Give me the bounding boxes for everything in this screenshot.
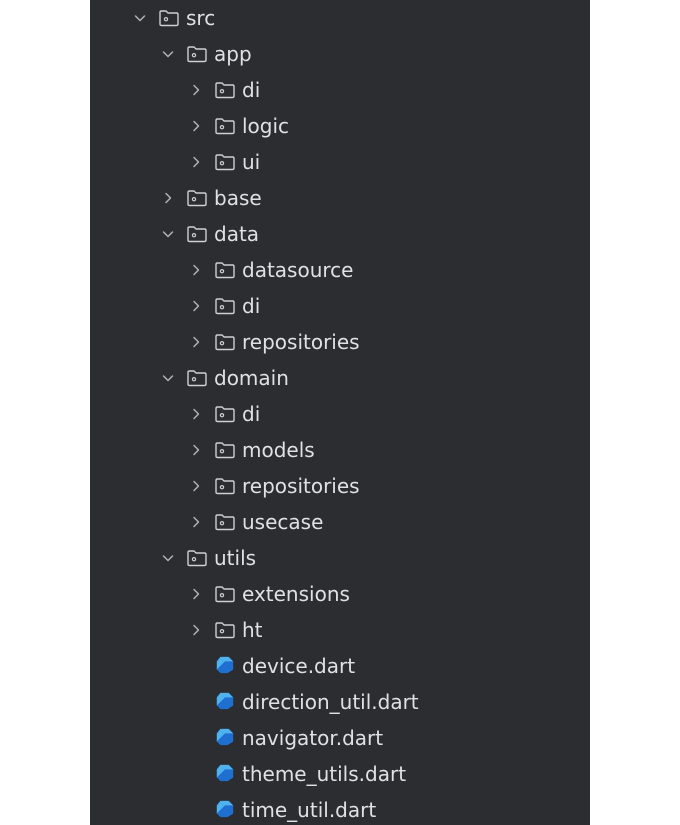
- chevron-down-icon[interactable]: [160, 46, 176, 62]
- tree-item-label: extensions: [242, 582, 350, 606]
- chevron-right-icon[interactable]: [188, 514, 204, 530]
- chevron-down-icon[interactable]: [160, 226, 176, 242]
- tree-folder-item[interactable]: logic: [90, 108, 590, 144]
- tree-item-label: logic: [242, 114, 290, 138]
- folder-icon: [215, 622, 235, 639]
- dart-file-icon: [216, 764, 234, 782]
- tree-folder-item[interactable]: extensions: [90, 576, 590, 612]
- tree-item-label: device.dart: [242, 654, 356, 678]
- dart-file-icon: [216, 800, 234, 818]
- chevron-right-icon[interactable]: [188, 478, 204, 494]
- tree-item-label: domain: [214, 366, 289, 390]
- chevron-right-icon[interactable]: [188, 154, 204, 170]
- tree-item-label: repositories: [242, 474, 360, 498]
- folder-icon: [215, 298, 235, 315]
- tree-item-label: usecase: [242, 510, 324, 534]
- tree-file-item[interactable]: device.dart: [90, 648, 590, 684]
- tree-folder-item[interactable]: di: [90, 72, 590, 108]
- tree-item-label: di: [242, 402, 261, 426]
- tree-item-label: app: [214, 42, 252, 66]
- tree-item-label: direction_util.dart: [242, 690, 419, 714]
- tree-folder-item[interactable]: domain: [90, 360, 590, 396]
- folder-icon: [215, 514, 235, 531]
- folder-icon: [215, 334, 235, 351]
- tree-folder-item[interactable]: ht: [90, 612, 590, 648]
- folder-icon: [187, 190, 207, 207]
- tree-folder-item[interactable]: models: [90, 432, 590, 468]
- folder-icon: [215, 82, 235, 99]
- tree-item-label: repositories: [242, 330, 360, 354]
- folder-icon: [215, 154, 235, 171]
- dart-file-icon: [216, 692, 234, 710]
- chevron-right-icon[interactable]: [188, 622, 204, 638]
- folder-icon: [159, 10, 179, 27]
- tree-item-label: time_util.dart: [242, 798, 377, 822]
- chevron-right-icon[interactable]: [188, 586, 204, 602]
- tree-item-label: utils: [214, 546, 257, 570]
- tree-file-item[interactable]: navigator.dart: [90, 720, 590, 756]
- folder-icon: [215, 262, 235, 279]
- tree-folder-item[interactable]: di: [90, 396, 590, 432]
- tree-folder-item[interactable]: base: [90, 180, 590, 216]
- folder-icon: [215, 442, 235, 459]
- folder-icon: [187, 370, 207, 387]
- chevron-right-icon[interactable]: [188, 334, 204, 350]
- tree-file-item[interactable]: direction_util.dart: [90, 684, 590, 720]
- folder-icon: [215, 478, 235, 495]
- tree-file-item[interactable]: theme_utils.dart: [90, 756, 590, 792]
- project-tree-panel: src app di logic ui base data datasource di repos…: [90, 0, 590, 825]
- chevron-right-icon[interactable]: [188, 442, 204, 458]
- folder-icon: [215, 118, 235, 135]
- tree-folder-item[interactable]: src: [90, 0, 590, 36]
- tree-item-label: base: [214, 186, 262, 210]
- tree-item-label: theme_utils.dart: [242, 762, 407, 786]
- chevron-down-icon[interactable]: [160, 370, 176, 386]
- dart-file-icon: [216, 728, 234, 746]
- tree-folder-item[interactable]: repositories: [90, 324, 590, 360]
- tree-item-label: di: [242, 78, 261, 102]
- folder-icon: [215, 586, 235, 603]
- folder-icon: [187, 550, 207, 567]
- chevron-down-icon[interactable]: [132, 10, 148, 26]
- tree-item-label: datasource: [242, 258, 354, 282]
- tree-item-label: ht: [242, 618, 263, 642]
- chevron-down-icon[interactable]: [160, 550, 176, 566]
- tree-item-label: navigator.dart: [242, 726, 384, 750]
- chevron-right-icon[interactable]: [160, 190, 176, 206]
- tree-folder-item[interactable]: repositories: [90, 468, 590, 504]
- tree-folder-item[interactable]: datasource: [90, 252, 590, 288]
- chevron-right-icon[interactable]: [188, 118, 204, 134]
- chevron-right-icon[interactable]: [188, 262, 204, 278]
- tree-file-item[interactable]: time_util.dart: [90, 792, 590, 825]
- folder-icon: [187, 226, 207, 243]
- tree-folder-item[interactable]: utils: [90, 540, 590, 576]
- tree-folder-item[interactable]: di: [90, 288, 590, 324]
- chevron-right-icon[interactable]: [188, 406, 204, 422]
- chevron-right-icon[interactable]: [188, 82, 204, 98]
- tree-folder-item[interactable]: usecase: [90, 504, 590, 540]
- tree-item-label: data: [214, 222, 260, 246]
- tree-folder-item[interactable]: ui: [90, 144, 590, 180]
- tree-item-label: di: [242, 294, 261, 318]
- tree-item-label: models: [242, 438, 315, 462]
- folder-icon: [187, 46, 207, 63]
- tree-item-label: ui: [242, 150, 261, 174]
- chevron-right-icon[interactable]: [188, 298, 204, 314]
- folder-icon: [215, 406, 235, 423]
- tree-folder-item[interactable]: app: [90, 36, 590, 72]
- dart-file-icon: [216, 656, 234, 674]
- tree-folder-item[interactable]: data: [90, 216, 590, 252]
- tree-item-label: src: [186, 6, 216, 30]
